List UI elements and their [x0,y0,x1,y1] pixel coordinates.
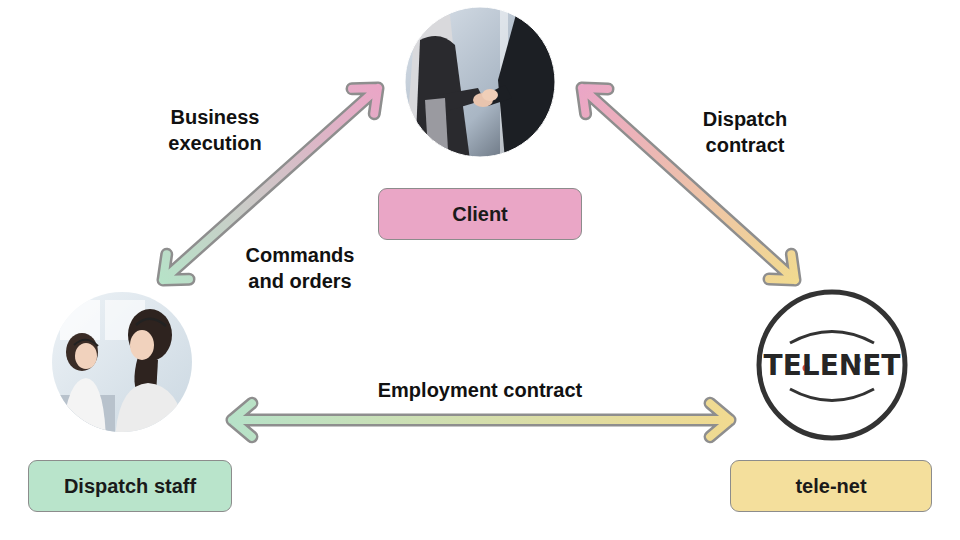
edge-label: Business execution [145,104,285,156]
handshake-photo [400,0,560,160]
node-label: tele-net [730,460,932,512]
arrow-fill [232,403,730,436]
double-arrow [232,403,730,436]
logo-text: TELENET [759,350,905,382]
client-node: Client [378,5,582,240]
company-node: tele-net [730,280,932,512]
edge-label: Dispatch contract [680,106,810,158]
edge-label: Employment contract [340,377,620,403]
edge-note: Commands and orders [225,242,375,294]
node-label: Dispatch staff [28,460,232,512]
staff-photo [50,290,200,440]
staff-node: Dispatch staff [28,280,232,512]
node-label: Client [378,188,582,240]
company-logo [759,292,905,438]
arrow-outline [232,403,730,436]
